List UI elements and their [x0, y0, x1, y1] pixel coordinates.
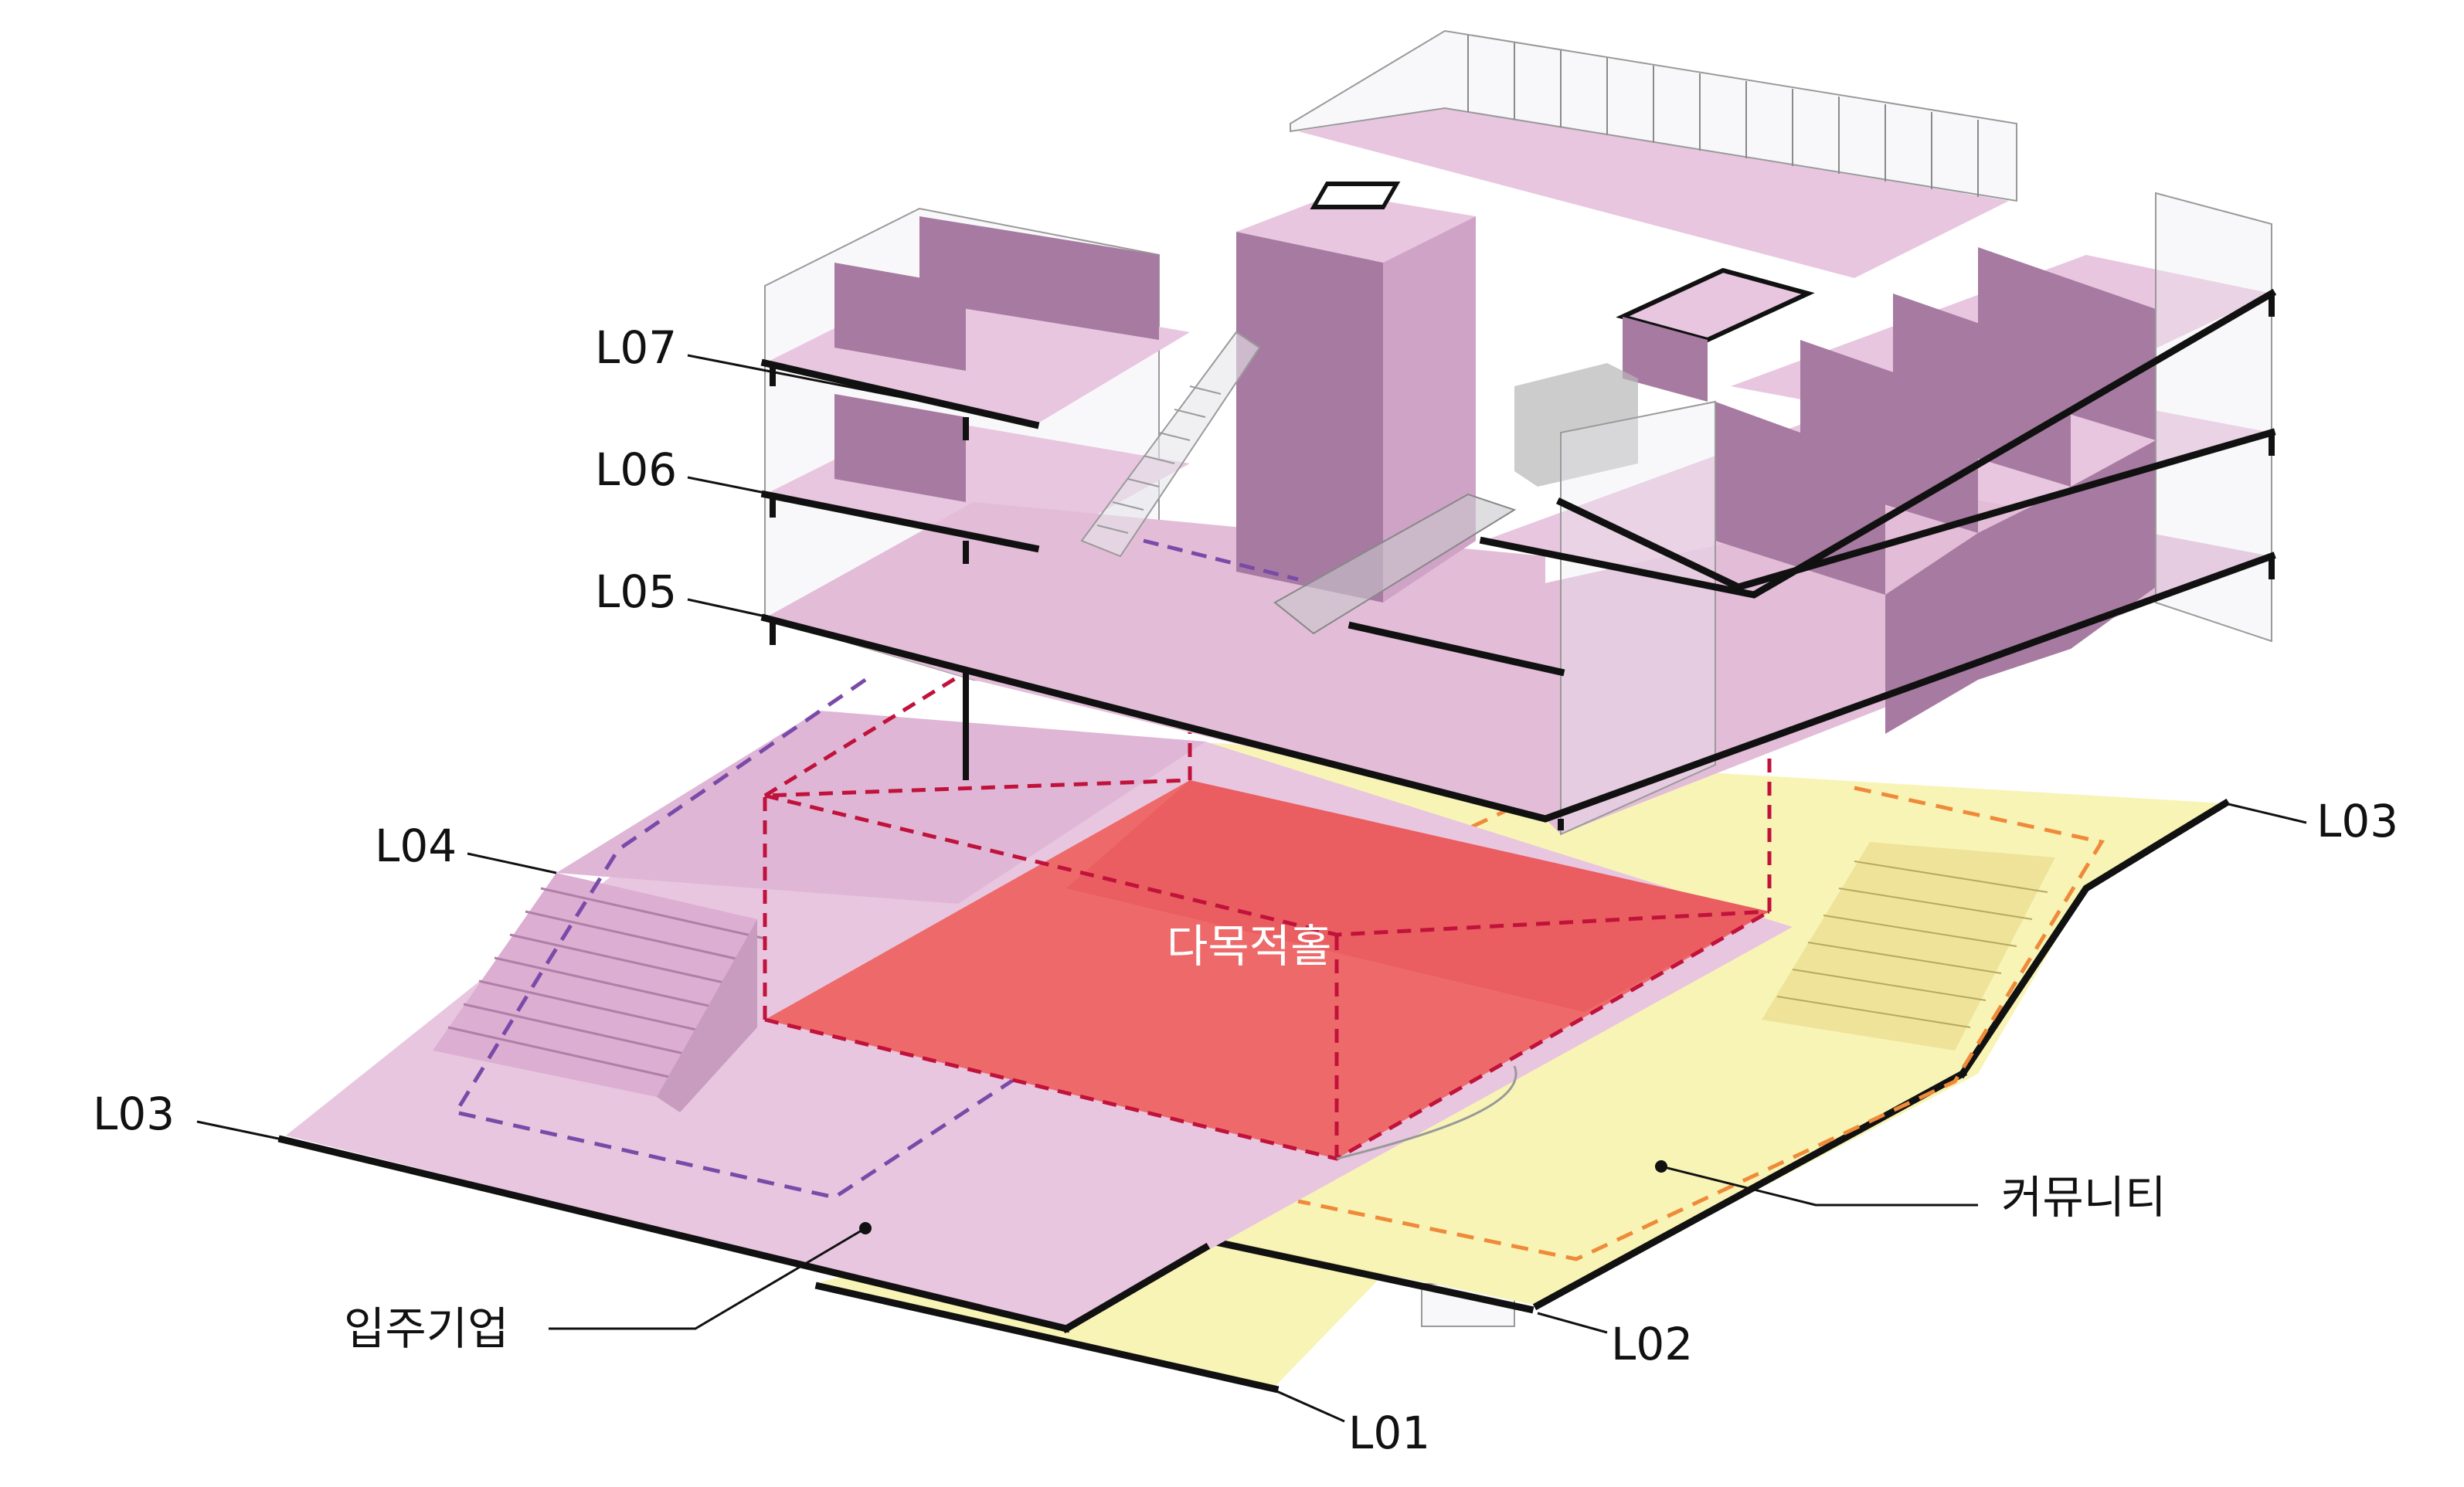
- l01-slab-edge: [814, 1282, 1280, 1394]
- upper-slab-edges: [760, 288, 2277, 823]
- label-l03-left: L03: [93, 1088, 283, 1141]
- svg-text:L02: L02: [1611, 1318, 1693, 1370]
- core-box-right-front: [1623, 317, 1708, 402]
- label-l06: L06: [595, 443, 1036, 548]
- l07-left-wall-2: [834, 263, 966, 371]
- svg-text:L03: L03: [2316, 795, 2398, 847]
- tenant-slab-edge: [277, 1135, 1071, 1333]
- label-community: 커뮤니티: [1655, 1160, 2166, 1224]
- roof-terrace: [1298, 108, 2009, 278]
- svg-text:L04: L04: [375, 820, 457, 872]
- right-wing-glass: [1560, 192, 2272, 836]
- l02-slab-edge: [1201, 1235, 1534, 1314]
- l07-left-wall: [919, 216, 1159, 340]
- atrium-stair: [1080, 331, 1261, 558]
- svg-text:L01: L01: [1348, 1407, 1430, 1459]
- svg-text:다목적홀: 다목적홀: [1167, 920, 1331, 973]
- right-wing-walls: [1715, 247, 2156, 734]
- svg-text:L03: L03: [93, 1088, 175, 1140]
- label-multipurpose-hall: 다목적홀: [1167, 920, 1331, 973]
- l04-stair: [433, 873, 766, 1112]
- svg-text:L05: L05: [595, 565, 677, 618]
- community-route: [1297, 786, 2105, 1261]
- label-l05: L05: [595, 565, 773, 620]
- hall-curved-railing: [1336, 1065, 1517, 1160]
- atrium-tenant-route: [1143, 538, 1299, 582]
- l06-left-wall: [834, 394, 966, 502]
- roof-railing-mullions: [1467, 35, 1979, 197]
- central-core-top: [1236, 193, 1476, 263]
- atrium-bridge-railing: [1273, 493, 1517, 635]
- roof-skylight: [1310, 182, 1401, 209]
- tenant-slab-edge-right: [1061, 1242, 1211, 1334]
- label-l04: L04: [375, 820, 557, 874]
- svg-text:입주기업: 입주기업: [344, 1302, 508, 1355]
- community-slab-edge: [1957, 798, 2231, 1079]
- svg-text:L06: L06: [595, 443, 677, 496]
- atrium-glass-block: [1514, 363, 1638, 487]
- label-l02: L02: [1537, 1312, 1693, 1370]
- svg-text:커뮤니티: 커뮤니티: [2001, 1171, 2166, 1224]
- l04-platform: [556, 711, 1205, 904]
- tenant-route: [453, 677, 1083, 1200]
- label-l07: L07: [595, 321, 1036, 425]
- label-l01: L01: [1274, 1389, 1430, 1459]
- central-core-front: [1236, 232, 1383, 603]
- svg-text:L07: L07: [595, 321, 677, 374]
- label-tenant-companies: 입주기업: [344, 1222, 872, 1355]
- label-l03-right: L03: [2224, 795, 2398, 847]
- multipurpose-hall-floor-shade: [1066, 780, 1769, 1012]
- community-stair: [1762, 842, 2055, 1051]
